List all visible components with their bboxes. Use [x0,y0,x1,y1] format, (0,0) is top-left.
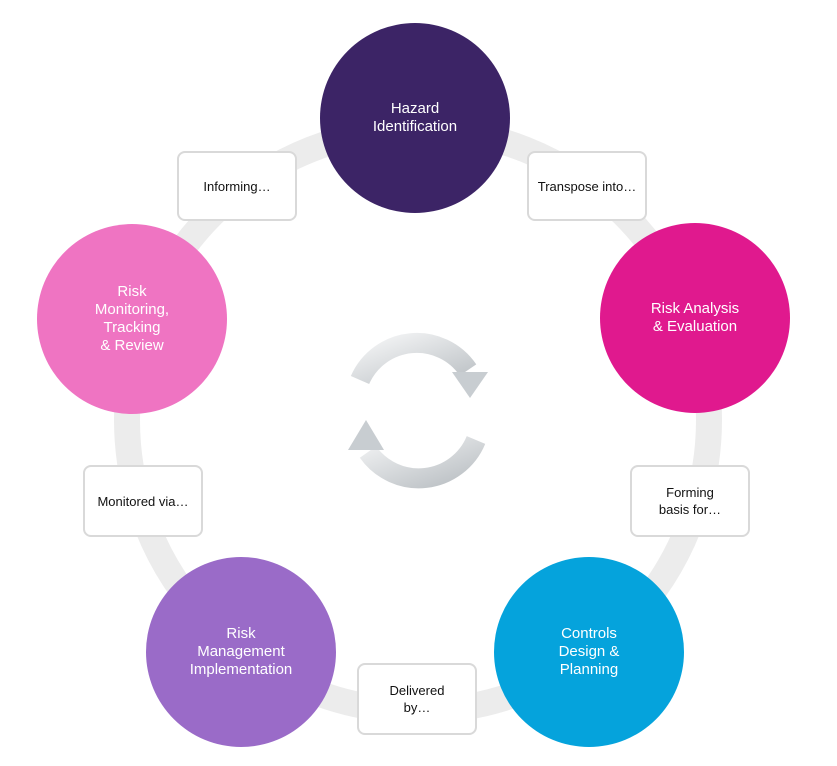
node-implementation-label: Risk Management Implementation [189,625,293,678]
connector-monitored: Monitored via… [83,465,203,537]
node-risk-monitoring: Risk Monitoring, Tracking & Review [37,224,227,414]
connector-delivered: Delivered by… [357,663,477,735]
connector-transpose-label: Transpose into… [537,178,637,194]
refresh-cycle-icon [348,332,488,489]
node-risk-implementation: Risk Management Implementation [146,557,336,747]
node-hazard-identification: Hazard Identification [320,23,510,213]
node-monitoring-label: Risk Monitoring, Tracking & Review [94,283,170,354]
node-controls-design: Controls Design & Planning [494,557,684,747]
connector-delivered-label: Delivered by… [389,683,445,715]
node-risk-analysis: Risk Analysis & Evaluation [600,223,790,413]
node-hazard-label: Hazard Identification [372,100,458,135]
node-analysis-label: Risk Analysis & Evaluation [650,300,740,335]
connector-informing: Informing… [177,151,297,221]
connector-forming: Forming basis for… [630,465,750,537]
connector-transpose: Transpose into… [527,151,647,221]
connector-forming-label: Forming basis for… [658,485,722,517]
connector-monitored-label: Monitored via… [97,493,189,509]
connector-informing-label: Informing… [203,178,271,194]
node-controls-label: Controls Design & Planning [558,625,620,678]
